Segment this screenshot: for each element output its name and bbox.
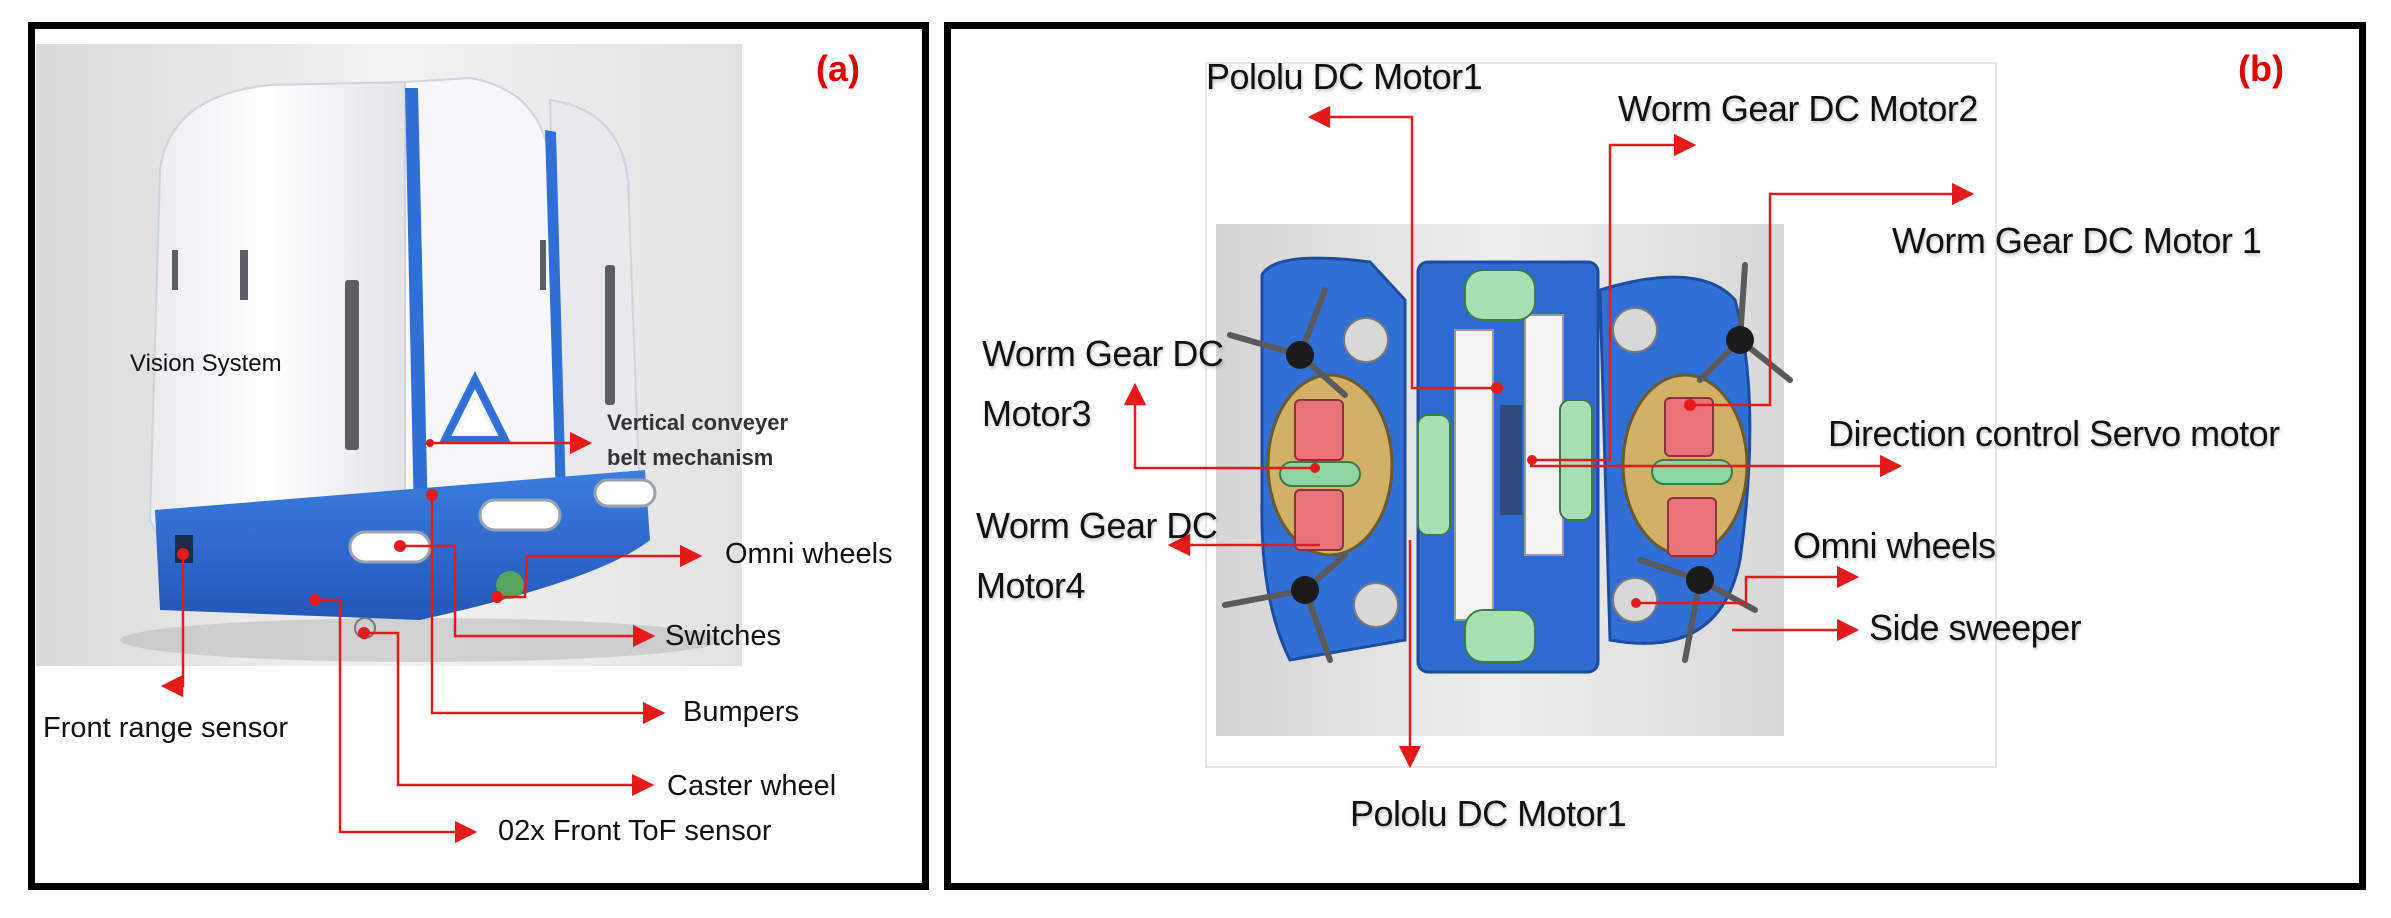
label-caster-wheel: Caster wheel — [667, 770, 837, 802]
callouts-a — [160, 431, 703, 844]
label-switches: Switches — [665, 620, 782, 652]
label-vision-system: Vision System — [130, 350, 282, 377]
label-vertical-conveyer-1: Vertical conveyer — [607, 410, 789, 435]
label-vertical-conveyer-2: belt mechanism — [607, 445, 774, 470]
label-omni-wheels-b: Omni wheels — [1793, 525, 1996, 566]
label-worm-motor4-line2: Motor4 — [976, 565, 1086, 606]
robot-render-a — [36, 44, 742, 666]
label-front-range-sensor: Front range sensor — [43, 712, 289, 744]
callouts-b — [1123, 105, 1975, 769]
label-worm-motor1: Worm Gear DC Motor 1 — [1892, 220, 2262, 261]
label-front-tof-sensor: 02x Front ToF sensor — [498, 815, 772, 847]
label-bumpers: Bumpers — [683, 696, 800, 728]
label-worm-motor4-line1: Worm Gear DC — [976, 505, 1218, 546]
panel-b-tag: (b) — [2238, 48, 2284, 89]
label-pololu-top: Pololu DC Motor1 — [1206, 56, 1483, 97]
label-side-sweeper: Side sweeper — [1869, 607, 2082, 648]
label-direction-servo: Direction control Servo motor — [1828, 413, 2280, 454]
robot-topview-b — [1205, 62, 1997, 768]
label-worm-motor3-line2: Motor3 — [982, 393, 1092, 434]
panel-a-tag: (a) — [816, 48, 860, 89]
label-worm-motor2: Worm Gear DC Motor2 — [1618, 88, 1978, 129]
label-worm-motor3-line1: Worm Gear DC — [982, 333, 1224, 374]
label-pololu-bottom: Pololu DC Motor1 — [1350, 793, 1627, 834]
label-omni-wheels-a: Omni wheels — [725, 538, 893, 570]
